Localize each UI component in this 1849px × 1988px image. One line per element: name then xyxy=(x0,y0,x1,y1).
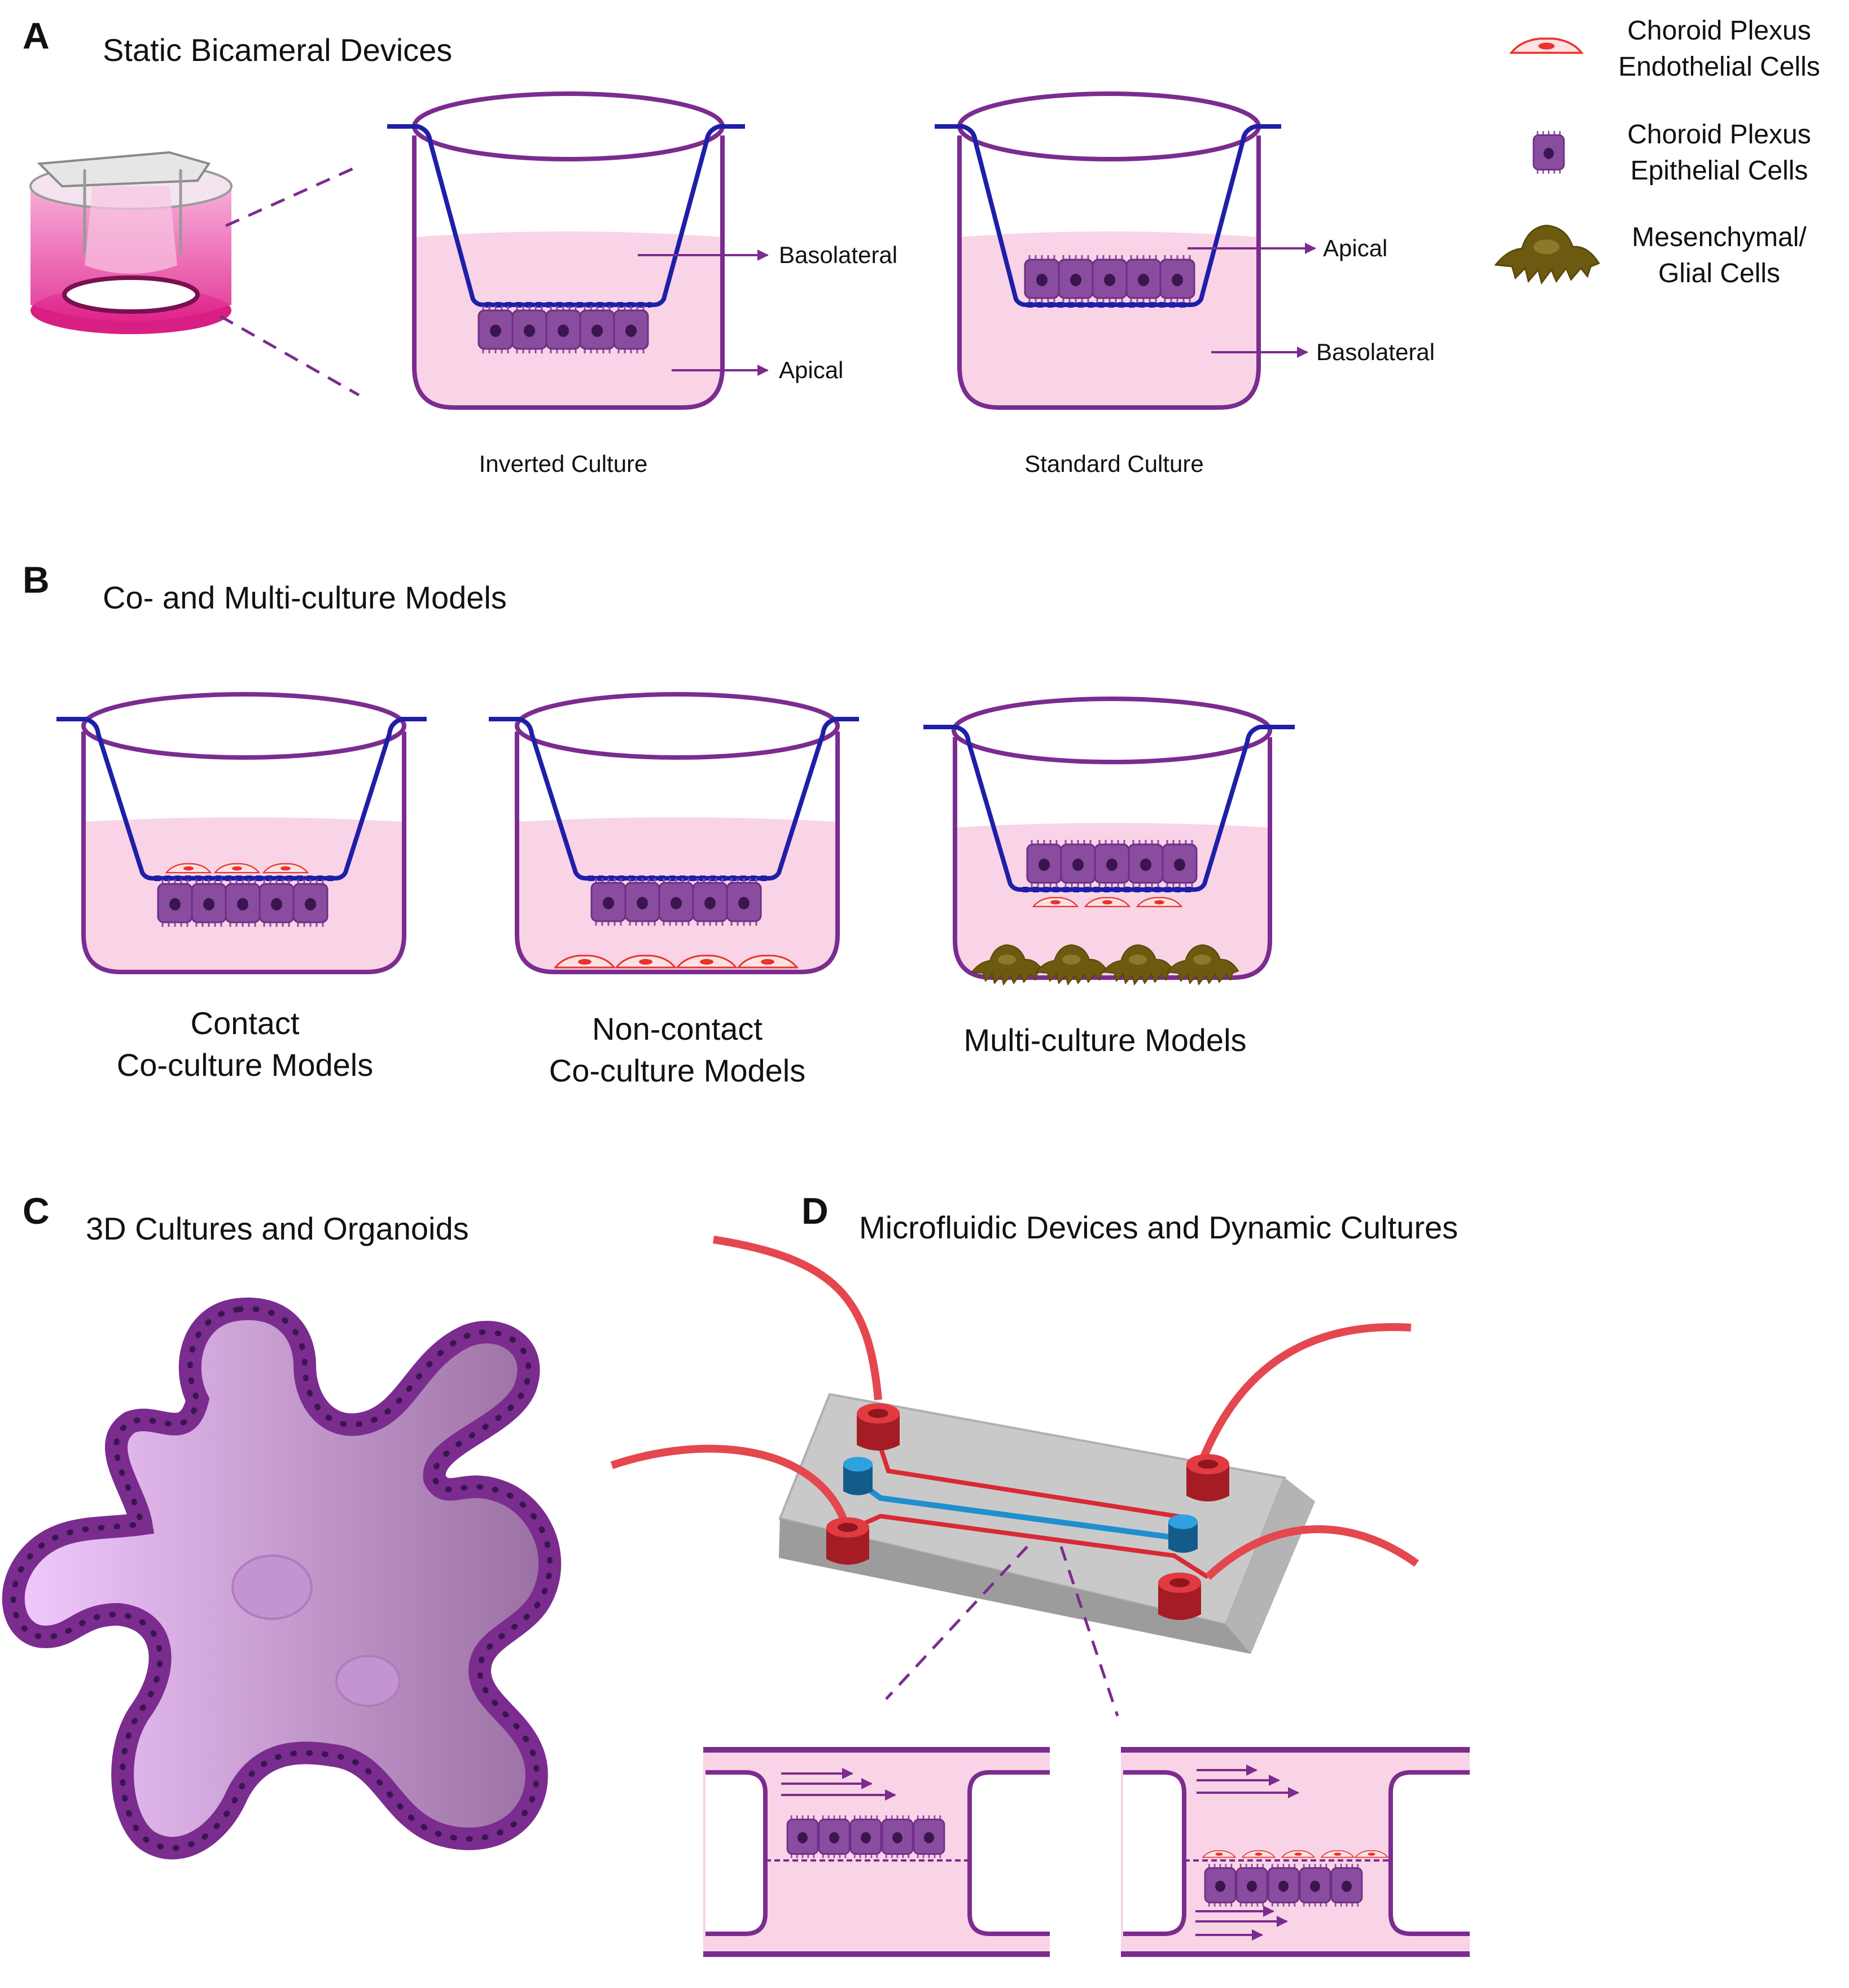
legend-label-line2: Endothelial Cells xyxy=(1618,52,1820,82)
legend-label-line1: Mesenchymal/ xyxy=(1632,222,1807,252)
panel-b: B Co- and Multi-culture Models Contact xyxy=(23,559,1295,1088)
legend-item-glial: Mesenchymal/ Glial Cells xyxy=(1495,222,1807,288)
standard-culture-well: Apical Basolateral Standard Culture xyxy=(935,91,1435,477)
panel-letter: A xyxy=(23,15,50,56)
inverted-culture-well: Basolateral Apical Inverted Culture xyxy=(387,91,897,477)
multiculture-caption: Multi-culture Models xyxy=(963,1022,1246,1058)
epithelial-cell-row xyxy=(1204,1863,1363,1908)
port xyxy=(1158,1573,1201,1620)
panel-c: C 3D Cultures and Organoids xyxy=(2,1190,562,1860)
port xyxy=(826,1517,869,1565)
legend-item-endothelial: Choroid Plexus Endothelial Cells xyxy=(1510,16,1820,82)
epithelial-cell-row xyxy=(1026,839,1198,888)
flow-arrows xyxy=(781,1768,896,1801)
panel-title: Microfluidic Devices and Dynamic Culture… xyxy=(859,1210,1458,1245)
panel-title: Static Bicameral Devices xyxy=(103,32,452,68)
legend-item-epithelial: Choroid Plexus Epithelial Cells xyxy=(1532,120,1811,186)
panel-letter: C xyxy=(23,1190,50,1232)
contact-caption-line1: Contact xyxy=(191,1005,300,1041)
epithelial-cell-row xyxy=(786,1814,945,1859)
noncontact-caption-line2: Co-culture Models xyxy=(549,1053,805,1088)
glial-cell-icon xyxy=(1495,225,1600,284)
panel-title: Co- and Multi-culture Models xyxy=(103,580,507,615)
noncontact-caption-line1: Non-contact xyxy=(592,1011,763,1046)
basolateral-label: Basolateral xyxy=(779,242,897,268)
panel-letter: B xyxy=(23,559,50,601)
legend: Choroid Plexus Endothelial Cells Choroid… xyxy=(1495,16,1820,288)
legend-label-line2: Epithelial Cells xyxy=(1631,156,1808,186)
noncontact-coculture-well: Non-contact Co-culture Models xyxy=(489,692,859,1088)
legend-label-line1: Choroid Plexus xyxy=(1627,120,1811,150)
contact-coculture-well: Contact Co-culture Models xyxy=(56,692,427,1083)
contact-caption-line2: Co-culture Models xyxy=(117,1047,373,1083)
channel-detail-right xyxy=(1121,1747,1470,1957)
organoid xyxy=(2,1297,562,1860)
panel-letter: D xyxy=(801,1190,829,1232)
basolateral-label: Basolateral xyxy=(1316,339,1435,365)
endothelial-cell-row xyxy=(1032,897,1182,908)
epithelial-cell-row xyxy=(477,305,649,354)
endothelial-cell-icon xyxy=(1510,37,1583,54)
epithelial-cell-icon xyxy=(1532,130,1565,175)
panel-a: A Static Bicameral Devices xyxy=(23,15,1435,477)
epithelial-cell-row xyxy=(157,878,328,928)
inverted-culture-caption: Inverted Culture xyxy=(479,450,648,477)
legend-label-line2: Glial Cells xyxy=(1658,259,1780,288)
port xyxy=(843,1457,873,1495)
standard-culture-caption: Standard Culture xyxy=(1024,450,1204,477)
multiculture-well: Multi-culture Models xyxy=(923,697,1295,1058)
apical-label: Apical xyxy=(779,357,843,383)
epithelial-cell-row xyxy=(1024,254,1195,304)
transwell-illustration xyxy=(29,151,360,397)
channel-detail-left xyxy=(703,1747,1050,1957)
port xyxy=(857,1403,900,1451)
port xyxy=(1186,1454,1229,1501)
legend-label-line1: Choroid Plexus xyxy=(1627,16,1811,46)
epithelial-cell-row xyxy=(590,877,762,927)
microfluidic-chip xyxy=(610,1236,1419,1716)
panel-d: D Microfluidic Devices and Dynamic Cultu… xyxy=(610,1190,1470,1957)
panel-title: 3D Cultures and Organoids xyxy=(86,1211,469,1246)
flow-arrows xyxy=(1195,1764,1299,1941)
endothelial-cell-row xyxy=(165,863,309,874)
port xyxy=(1168,1514,1198,1553)
apical-label: Apical xyxy=(1323,235,1387,261)
